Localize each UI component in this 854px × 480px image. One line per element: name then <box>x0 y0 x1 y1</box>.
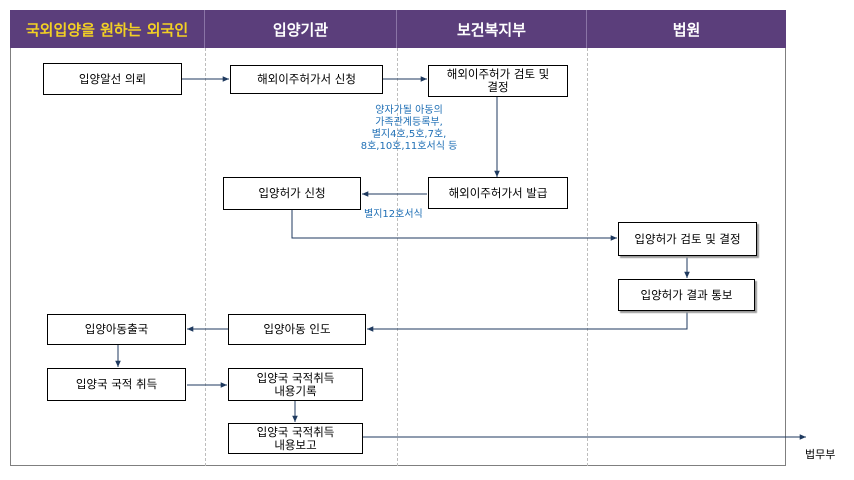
step-overseas-emigration-issue: 해외이주허가서 발급 <box>428 177 568 209</box>
step-adoption-permit-review: 입양허가 검토 및 결정 <box>618 222 757 256</box>
step-adoption-permit-notify: 입양허가 결과 통보 <box>618 279 755 311</box>
step-overseas-emigration-apply: 해외이주허가서 신청 <box>230 65 383 94</box>
step-child-handover: 입양아동 인도 <box>228 314 366 345</box>
lane-header-court: 법원 <box>587 10 786 48</box>
note-form-12: 별지12호서식 <box>364 209 423 220</box>
step-adoption-permit-apply: 입양허가 신청 <box>223 177 361 210</box>
arrow-permit-apply-to-review <box>291 210 617 241</box>
lane-header-ministry: 보건복지부 <box>397 10 587 48</box>
step-overseas-emigration-review: 해외이주허가 검토 및 결정 <box>428 65 568 97</box>
step-child-departure: 입양아동출국 <box>47 314 186 345</box>
lane-header-foreigner: 국외입양을 원하는 외국인 <box>10 10 205 48</box>
note-required-documents: 양자가될 아동의 가족관계등록부, 별지4호,5호,7호, 8호,10호,11호… <box>360 105 458 152</box>
arrow-notify-to-handover <box>367 311 688 332</box>
step-adoption-mediation-request: 입양알선 의뢰 <box>43 63 182 95</box>
step-nationality-record: 입양국 국적취득 내용기록 <box>228 368 363 401</box>
lane-header-agency: 입양기관 <box>205 10 397 48</box>
external-ministry-of-justice: 법무부 <box>805 448 836 461</box>
lane-divider <box>205 48 206 466</box>
lane-divider <box>397 48 398 466</box>
step-nationality-report: 입양국 국적취득 내용보고 <box>228 423 363 454</box>
step-nationality-acquire: 입양국 국적 취득 <box>47 368 186 401</box>
lane-divider <box>587 48 588 466</box>
